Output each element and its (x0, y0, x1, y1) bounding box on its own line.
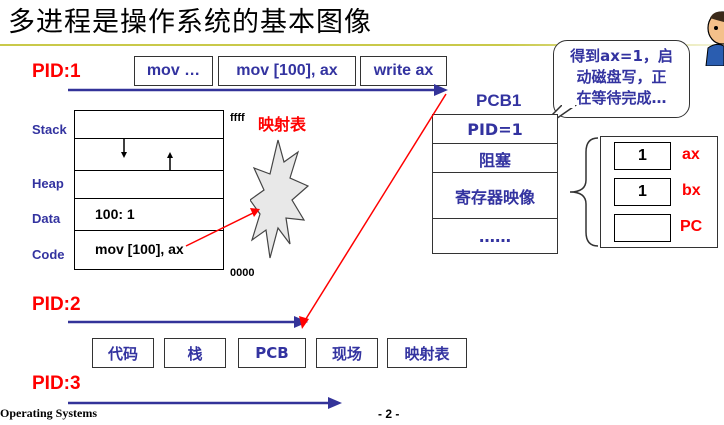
pid-1-label: PID:1 (32, 61, 81, 82)
code-value: mov [100], ax (95, 241, 184, 257)
data-value: 100: 1 (95, 206, 135, 222)
pcb-row-registers: 寄存器映像 (432, 172, 558, 220)
pcb-row-state: 阻塞 (432, 143, 558, 174)
register-ax-name: ax (682, 146, 700, 163)
register-brace (569, 137, 599, 247)
instruction-box: mov … (134, 56, 213, 86)
heap-growth-arrow (167, 152, 173, 171)
pcb-content-mapping: 映射表 (387, 338, 467, 368)
callout-line: 得到ax=1，启 (570, 47, 673, 65)
register-pc-value (614, 214, 671, 242)
pid-2-label: PID:2 (32, 294, 81, 315)
title-rule (0, 44, 724, 46)
memory-cell-data: 100: 1 (74, 198, 224, 232)
footer-page-number: - 2 - (378, 407, 400, 421)
callout-line: 动磁盘写，正 (576, 68, 667, 86)
person-icon (705, 11, 724, 66)
pcb-title: PCB1 (476, 91, 522, 110)
page-title: 多进程是操作系统的基本图像 (8, 7, 372, 38)
pcb-content-pcb: PCB (238, 338, 306, 368)
segment-label-stack: Stack (32, 122, 67, 137)
callout-line: 在等待完成… (576, 89, 667, 107)
pcb-content-stack: 栈 (164, 338, 226, 368)
address-high: ffff (230, 112, 245, 124)
segment-label-code: Code (32, 247, 65, 262)
register-bx-value: 1 (614, 178, 671, 206)
register-pc-name: PC (680, 218, 703, 235)
memory-cell-gap (74, 138, 224, 172)
memory-cell-heap (74, 170, 224, 200)
mapping-table-label: 映射表 (258, 115, 307, 134)
instruction-box: write ax (360, 56, 447, 86)
memory-cell-code: mov [100], ax (74, 230, 224, 270)
footer-course-name: Operating Systems (0, 406, 97, 420)
stack-growth-arrow (121, 139, 127, 158)
segment-label-heap: Heap (32, 176, 64, 191)
address-low: 0000 (230, 267, 255, 279)
pcb-content-context: 现场 (316, 338, 378, 368)
process-switch-arrow (303, 93, 447, 323)
register-bx-name: bx (682, 182, 701, 199)
pcb-row-more: …… (432, 218, 558, 254)
segment-label-data: Data (32, 211, 61, 226)
register-ax-value: 1 (614, 142, 671, 170)
pid-3-label: PID:3 (32, 373, 81, 394)
pcb-content-code: 代码 (92, 338, 154, 368)
instruction-box: mov [100], ax (218, 56, 356, 86)
mapping-burst-icon (250, 139, 310, 259)
memory-cell-stack (74, 110, 224, 140)
pcb-row-pid: PID=1 (432, 114, 558, 145)
